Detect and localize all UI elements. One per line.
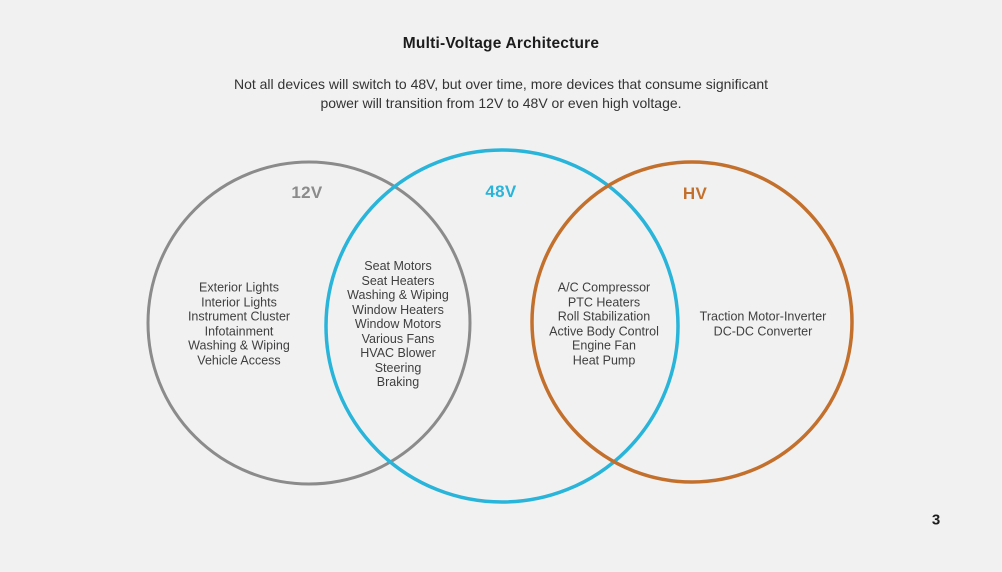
page-subtitle: Not all devices will switch to 48V, but … [233, 76, 769, 111]
venn-circle-hv [530, 160, 854, 484]
page-number: 3 [931, 511, 941, 529]
venn-circle-48v [324, 148, 680, 504]
region-list-only-hv: Traction Motor-Inverter DC-DC Converter [699, 309, 827, 339]
circle-label-hv: HV [682, 184, 708, 203]
region-list-overlap-12v-48v: Seat Motors Seat Heaters Washing & Wipin… [347, 258, 449, 389]
region-list-only-12v: Exterior Lights Interior Lights Instrume… [187, 280, 291, 368]
circle-label-48v: 48V [485, 182, 517, 201]
circle-label-12v: 12V [291, 183, 323, 202]
region-list-overlap-48v-hv: A/C Compressor PTC Heaters Roll Stabiliz… [549, 280, 659, 368]
page-title: Multi-Voltage Architecture [402, 35, 600, 52]
venn-circle-12v [146, 160, 472, 486]
